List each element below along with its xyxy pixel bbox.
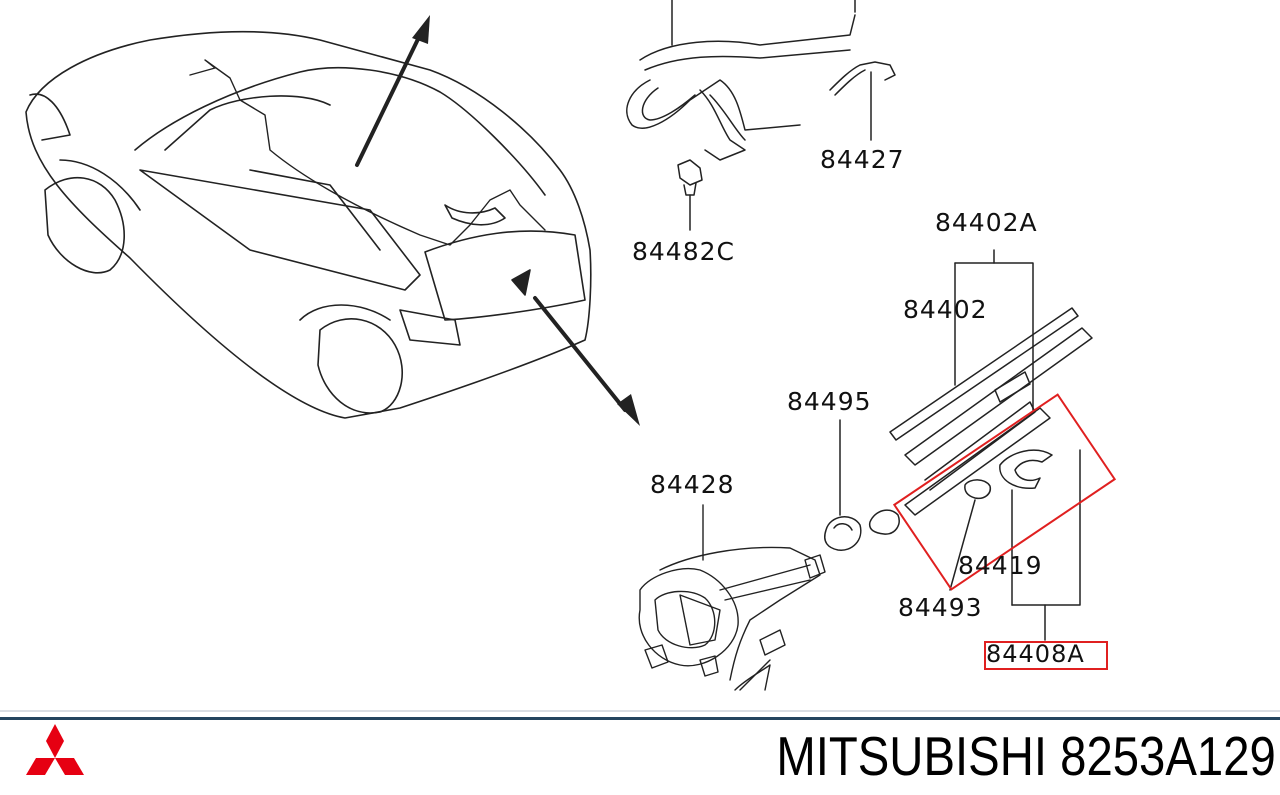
direction-arrows [355, 15, 640, 426]
parts-diagram: 84427 84482C 84402A 84402 84495 84428 84… [0, 0, 1280, 712]
part-number-84427[interactable]: 84427 [820, 145, 905, 174]
part-number-84428[interactable]: 84428 [650, 470, 735, 499]
wiper-arm-blade [824, 249, 1093, 641]
part-number-84482c[interactable]: 84482C [632, 237, 735, 266]
part-number-84402[interactable]: 84402 [903, 295, 988, 324]
part-title: MITSUBISHI 8253A129 [776, 725, 1276, 787]
vehicle-outline [25, 30, 592, 419]
mitsubishi-three-diamonds-logo-icon [26, 724, 84, 775]
part-number-84493[interactable]: 84493 [898, 593, 983, 622]
footer-divider [0, 717, 1280, 720]
part-number-84495[interactable]: 84495 [787, 387, 872, 416]
part-number-84419[interactable]: 84419 [958, 551, 1043, 580]
harness-assembly [626, 0, 896, 231]
highlighted-part-number-frame [984, 641, 1108, 670]
parts-drawing [25, 0, 1093, 691]
part-number-84408a[interactable]: 84408A [986, 640, 1085, 668]
part-number-84402a[interactable]: 84402A [935, 208, 1038, 237]
wiper-motor [638, 504, 826, 691]
